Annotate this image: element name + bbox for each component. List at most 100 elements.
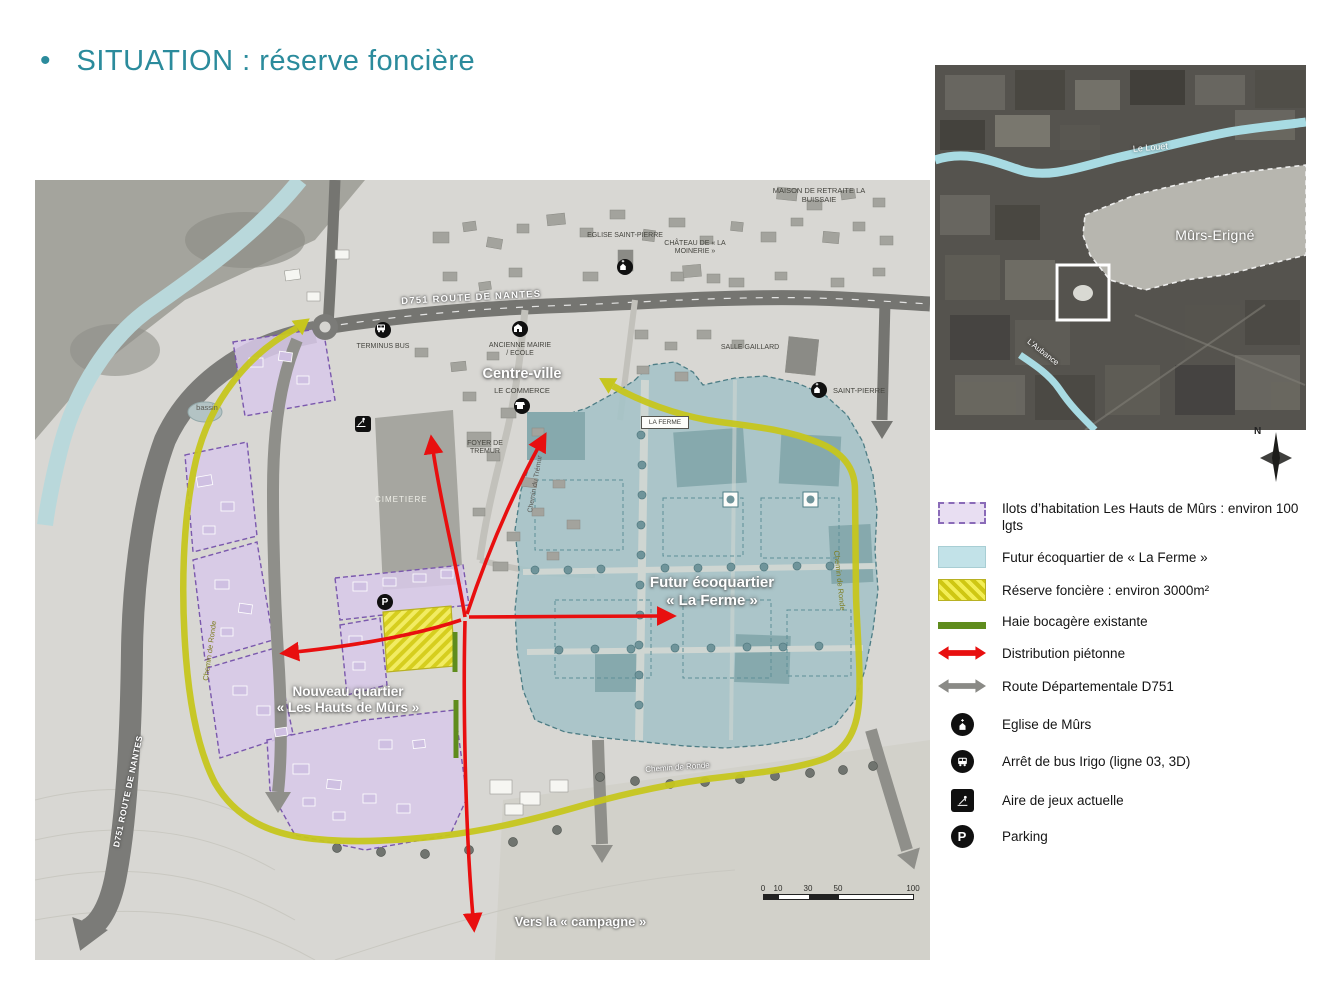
title-text: SITUATION : réserve foncière bbox=[76, 45, 476, 77]
chemin-de-ronde bbox=[180, 318, 863, 845]
legend-item-reserve: Réserve foncière : environ 3000m² bbox=[938, 579, 1320, 601]
label-chateau: CHÂTEAU DE « LA MOINERIE » bbox=[664, 240, 726, 256]
town-area bbox=[1082, 164, 1306, 291]
playground-icon bbox=[950, 789, 974, 812]
roads-layer bbox=[72, 180, 930, 951]
scale-bar: 0 10 30 50 100 bbox=[760, 884, 923, 900]
label-salle-gaillard: SALLE GAILLARD bbox=[720, 344, 780, 351]
label-nouveau-quartier: Nouveau quartier « Les Hauts de Mûrs » bbox=[259, 684, 437, 716]
new-housing-buildings bbox=[195, 350, 454, 821]
site-blob bbox=[1073, 285, 1093, 301]
gray-double-arrow-icon bbox=[938, 679, 986, 693]
scale-tick: 30 bbox=[803, 884, 813, 893]
label-ecoquartier-line1: Futur écoquartier bbox=[649, 574, 775, 591]
label-centre-ville: Centre-ville bbox=[482, 366, 562, 382]
label-saint-pierre: SAINT-PIERRE bbox=[833, 386, 886, 395]
scale-bar-numbers: 0 10 30 50 100 bbox=[760, 884, 923, 894]
title-bullet: • bbox=[40, 44, 51, 77]
buildings-layer bbox=[414, 186, 894, 572]
bus-stop-icon bbox=[950, 750, 974, 773]
hedge-swatch bbox=[938, 622, 986, 629]
north-arrow: N bbox=[1252, 426, 1300, 486]
pedestrian-arrows bbox=[279, 432, 677, 933]
legend-label: Eglise de Mûrs bbox=[1002, 717, 1092, 732]
legend-label: Futur écoquartier de « La Ferme » bbox=[1002, 549, 1208, 565]
legend-item-eglise: Eglise de Mûrs bbox=[938, 713, 1320, 736]
page-title: • SITUATION : réserve foncière bbox=[40, 44, 475, 78]
label-murs-erigne: Mûrs-Erigné bbox=[1175, 227, 1255, 243]
label-ferme-sign: LA FERME bbox=[641, 416, 689, 429]
legend-label: Distribution piétonne bbox=[1002, 645, 1126, 661]
inset-aerial-map: Le Louet Mûrs-Erigné L'Aubance bbox=[935, 65, 1306, 430]
scale-tick: 10 bbox=[773, 884, 783, 893]
main-plan-map: MAISON DE RETRAITE LA BUISSAIE EGLISE SA… bbox=[35, 180, 930, 960]
aubance-river bbox=[1018, 352, 1098, 430]
housing-swatch bbox=[938, 502, 986, 524]
saint-pierre-icon bbox=[811, 382, 827, 398]
river bbox=[37, 180, 307, 527]
label-ecoquartier-line2: « La Ferme » bbox=[666, 592, 758, 609]
bus-stop-icon bbox=[375, 322, 391, 338]
legend-item-playground: Aire de jeux actuelle bbox=[938, 789, 1320, 812]
scale-tick: 100 bbox=[906, 884, 920, 893]
north-letter: N bbox=[1254, 426, 1262, 437]
legend-label: Arrêt de bus Irigo (ligne 03, 3D) bbox=[1002, 754, 1191, 769]
legend-item-bus: Arrêt de bus Irigo (ligne 03, 3D) bbox=[938, 750, 1320, 773]
icon-cell bbox=[938, 789, 986, 812]
inset-drawing bbox=[935, 70, 1306, 430]
interior-road-arrow bbox=[265, 792, 291, 813]
parking-icon: P bbox=[950, 825, 974, 848]
field-patchwork bbox=[940, 70, 1305, 420]
label-vers-campagne: Vers la « campagne » bbox=[514, 914, 647, 929]
legend-item-pedestrian: Distribution piétonne bbox=[938, 642, 1320, 664]
inset-road bbox=[1134, 314, 1306, 386]
contour-lines bbox=[35, 789, 736, 960]
label-bassin: bassin bbox=[196, 403, 218, 412]
scale-bar-segments bbox=[763, 894, 914, 900]
legend-item-d751: Route Départementale D751 bbox=[938, 675, 1320, 697]
legend: Ilots d’habitation Les Hauts de Mûrs : e… bbox=[938, 492, 1320, 848]
legend-label: Aire de jeux actuelle bbox=[1002, 793, 1124, 808]
scale-tick: 0 bbox=[760, 884, 766, 893]
icon-cell: P bbox=[938, 825, 986, 848]
label-foyer-tremur: FOYER DE TREMUR bbox=[467, 440, 503, 456]
label-eglise: EGLISE SAINT-PIERRE bbox=[587, 232, 663, 239]
label-quartier-line1: Nouveau quartier bbox=[292, 684, 404, 699]
label-terminus-bus: TERMINUS BUS bbox=[356, 343, 410, 350]
legend-item-ecoquartier: Futur écoquartier de « La Ferme » bbox=[938, 546, 1320, 568]
site-locator-box bbox=[1055, 263, 1111, 322]
mairie-icon bbox=[512, 321, 528, 337]
label-ecoquartier: Futur écoquartier « La Ferme » bbox=[627, 574, 797, 610]
tree-sign-icons bbox=[722, 491, 819, 508]
playground-icon bbox=[355, 416, 371, 432]
church-icon bbox=[617, 259, 633, 275]
roundabout bbox=[312, 314, 338, 340]
ecoquartier-swatch bbox=[938, 546, 986, 568]
ecoquartier-trees bbox=[530, 430, 835, 710]
hedge-lines bbox=[452, 632, 459, 758]
label-maison-retraite: MAISON DE RETRAITE LA BUISSAIE bbox=[772, 186, 866, 204]
legend-label: Parking bbox=[1002, 829, 1048, 844]
legend-item-parking: P Parking bbox=[938, 825, 1320, 848]
red-double-arrow-icon bbox=[938, 646, 986, 660]
label-commerce: LE COMMERCE bbox=[494, 386, 550, 395]
compass-icon bbox=[1260, 432, 1292, 482]
roadside-trees bbox=[332, 761, 878, 859]
parking-icon: P bbox=[377, 594, 393, 610]
church-icon bbox=[950, 713, 974, 736]
commerce-icon bbox=[514, 398, 530, 414]
plan-drawing bbox=[35, 180, 930, 960]
white-buildings-layer bbox=[284, 249, 569, 816]
reserve-swatch bbox=[938, 579, 986, 601]
legend-item-housing: Ilots d’habitation Les Hauts de Mûrs : e… bbox=[938, 500, 1320, 534]
legend-label: Route Départementale D751 bbox=[1002, 678, 1174, 694]
inset-road bbox=[1084, 304, 1266, 430]
label-quartier-line2: « Les Hauts de Mûrs » bbox=[276, 700, 420, 716]
label-cimetiere: CIMETIERE bbox=[375, 495, 428, 504]
scale-tick: 50 bbox=[833, 884, 843, 893]
legend-label: Haie bocagère existante bbox=[1002, 614, 1148, 629]
legend-label: Réserve foncière : environ 3000m² bbox=[1002, 582, 1210, 598]
legend-item-hedge: Haie bocagère existante bbox=[938, 613, 1320, 630]
louet-river bbox=[935, 117, 1306, 178]
label-mairie: ANCIENNE MAIRIE / ECOLE bbox=[488, 342, 552, 358]
